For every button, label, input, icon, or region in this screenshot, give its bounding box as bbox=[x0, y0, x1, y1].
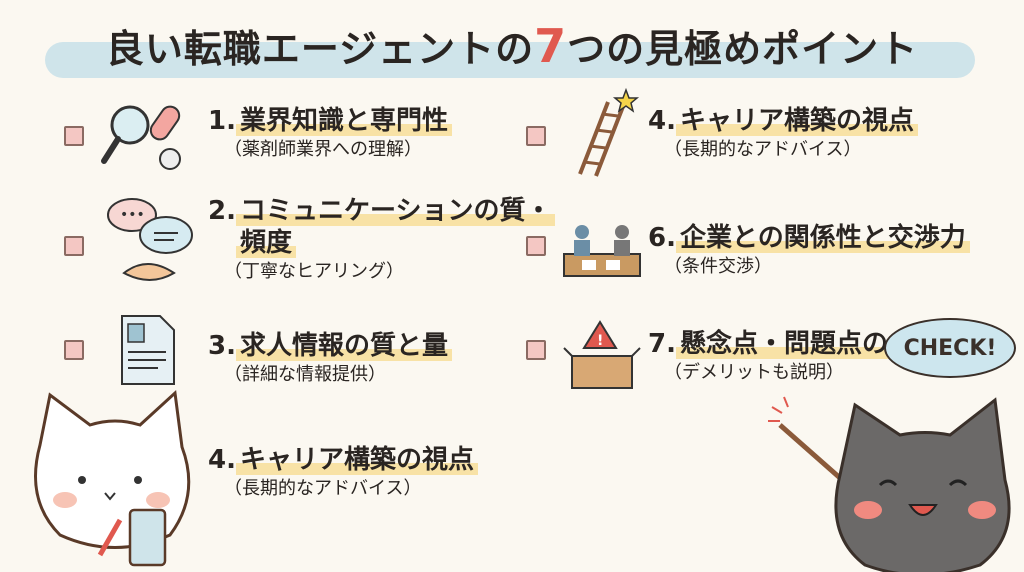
point-7: 7.懸念点・問題点の （デメリットも説明） bbox=[648, 328, 892, 386]
check-speech-bubble: CHECK! bbox=[884, 318, 1016, 378]
title-text-end: つの見極めポイント bbox=[567, 27, 919, 71]
item-number: 3. bbox=[208, 331, 236, 361]
magnifier-pills-icon bbox=[101, 105, 181, 170]
negotiation-icon bbox=[563, 225, 641, 277]
title-number: 7 bbox=[534, 19, 568, 73]
checkbox-1[interactable] bbox=[64, 126, 84, 146]
item-sub: （条件交渉） bbox=[664, 256, 772, 277]
checkbox-4[interactable] bbox=[526, 126, 546, 146]
point-3: 3.求人情報の質と量 （詳細な情報提供） bbox=[208, 330, 452, 388]
point-4: 4.キャリア構築の視点 （長期的なアドバイス） bbox=[648, 105, 918, 163]
item-number: 4. bbox=[208, 445, 236, 475]
item-heading: 業界知識と専門性 bbox=[235, 106, 452, 136]
chat-handshake-icon: ••• bbox=[107, 198, 193, 281]
point-4-duplicate: 4.キャリア構築の視点 （長期的なアドバイス） bbox=[208, 444, 478, 502]
item-sub: （詳細な情報提供） bbox=[224, 364, 386, 385]
svg-text:•••: ••• bbox=[120, 207, 145, 223]
ladder-star-icon bbox=[578, 88, 640, 177]
title-band bbox=[45, 42, 975, 78]
item-sub: （長期的なアドバイス） bbox=[224, 478, 422, 499]
document-icon bbox=[121, 315, 175, 385]
point-6: 6.企業との関係性と交渉力 （条件交渉） bbox=[648, 222, 970, 280]
item-heading: 求人情報の質と量 bbox=[235, 331, 452, 361]
item-sub: （丁寧なヒアリング） bbox=[224, 261, 404, 282]
item-heading: キャリア構築の視点 bbox=[235, 445, 478, 475]
item-number: 6. bbox=[648, 223, 676, 253]
item-sub: （薬剤師業界への理解） bbox=[224, 139, 422, 160]
item-heading: コミュニケーションの質・ bbox=[235, 196, 556, 226]
item-heading: キャリア構築の視点 bbox=[675, 106, 918, 136]
item-number: 4. bbox=[648, 106, 676, 136]
white-cat-illustration bbox=[34, 389, 191, 567]
item-sub: （長期的なアドバイス） bbox=[664, 139, 862, 160]
checkbox-2[interactable] bbox=[64, 236, 84, 256]
point-2: 2.コミュニケーションの質・ 頻度 （丁寧なヒアリング） bbox=[208, 195, 556, 285]
warning-box-icon: ! bbox=[563, 320, 641, 389]
item-heading: 企業との関係性と交渉力 bbox=[675, 223, 970, 253]
item-sub: （デメリットも説明） bbox=[664, 362, 844, 383]
checkbox-7[interactable] bbox=[526, 340, 546, 360]
grey-cat-illustration bbox=[768, 396, 1011, 572]
title-text: 良い転職エージェントの bbox=[105, 27, 535, 71]
item-heading-cont: 頻度 bbox=[236, 228, 297, 258]
svg-text:!: ! bbox=[597, 333, 603, 349]
item-heading: 懸念点・問題点の bbox=[675, 329, 892, 359]
item-number: 2. bbox=[208, 196, 236, 226]
page-title: 良い転職エージェントの7つの見極めポイント bbox=[0, 18, 1024, 73]
checkbox-6[interactable] bbox=[526, 236, 546, 256]
point-1: 1.業界知識と専門性 （薬剤師業界への理解） bbox=[208, 105, 452, 163]
item-number: 1. bbox=[208, 106, 236, 136]
item-number: 7. bbox=[648, 329, 676, 359]
checkbox-3[interactable] bbox=[64, 340, 84, 360]
